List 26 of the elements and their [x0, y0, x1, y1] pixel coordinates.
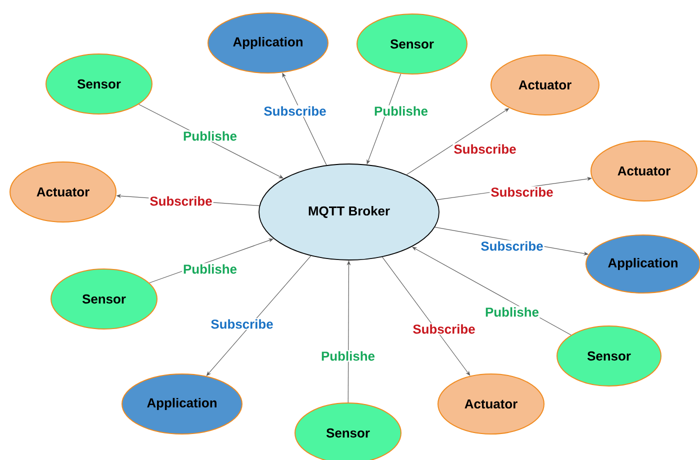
ellipse-node: Actuator: [10, 162, 116, 222]
ellipse-node: Sensor: [294, 402, 402, 460]
edge-label: Publishe: [320, 350, 376, 362]
ellipse-node: Application: [586, 234, 700, 294]
edge-label: Subscribe: [262, 105, 328, 117]
edge-label: Publishe: [182, 263, 238, 275]
edge-label: Subscribe: [210, 318, 274, 330]
ellipse-node: Sensor: [46, 54, 152, 114]
ellipse-node: Sensor: [556, 326, 662, 386]
ellipse-node: Sensor: [50, 268, 158, 330]
ellipse-node: Application: [208, 12, 328, 74]
arrow: [366, 74, 402, 164]
ellipse-node: Actuator: [490, 54, 600, 116]
edge-label: Subscribe: [490, 186, 554, 198]
ellipse-node: Application: [122, 374, 242, 434]
ellipse-node: Sensor: [356, 14, 468, 74]
edge-label: Subscribe: [148, 195, 214, 207]
ellipse-node: Actuator: [438, 374, 544, 434]
edge-label: Publishe: [373, 105, 429, 117]
edge-label: Subscribe: [480, 240, 544, 252]
edge-label: Subscribe: [412, 323, 476, 335]
arrow: [382, 256, 470, 376]
ellipse-node: Actuator: [590, 140, 698, 202]
edge-label: Publishe: [484, 306, 540, 318]
edge-label: Publishe: [182, 130, 238, 142]
edge-label: Subscribe: [452, 143, 518, 155]
